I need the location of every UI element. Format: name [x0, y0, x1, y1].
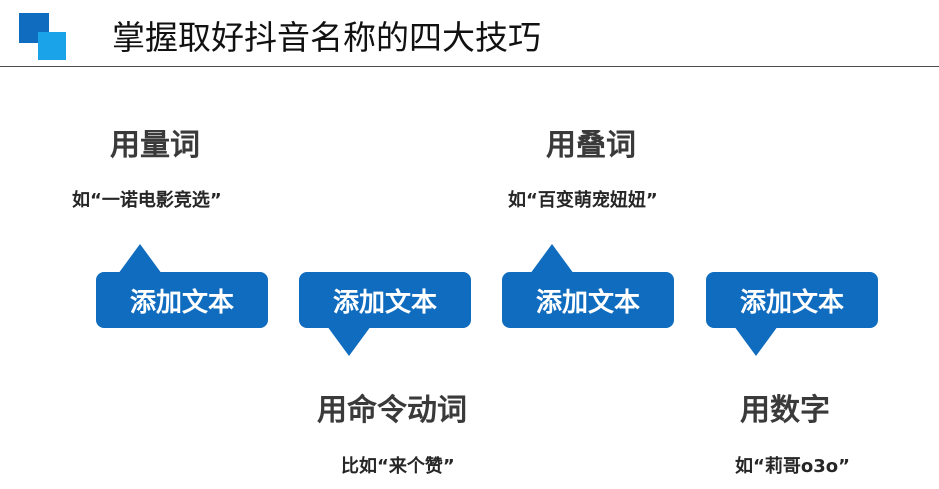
tip-heading-numbers: 用数字 — [740, 393, 830, 428]
callout-label: 添加文本 — [739, 287, 844, 318]
slide-title: 掌握取好抖音名称的四大技巧 — [112, 18, 541, 57]
tip-example-imperative-verb: 比如“来个赞” — [341, 456, 455, 477]
callout-pointer-up — [118, 244, 162, 274]
tip-example-numbers: 如“莉哥o3o” — [735, 456, 850, 477]
tip-heading-reduplication: 用叠词 — [546, 128, 636, 163]
callout-label: 添加文本 — [129, 287, 234, 318]
callout-label: 添加文本 — [535, 287, 640, 318]
text-callout-4[interactable]: 添加文本 — [706, 272, 878, 356]
callout-pointer-down — [734, 326, 778, 356]
logo-mark — [19, 13, 67, 61]
title-divider — [0, 66, 939, 67]
callout-pointer-down — [327, 326, 371, 356]
logo-square-light — [38, 32, 66, 60]
tip-example-quantifier: 如“一诺电影竞选” — [72, 190, 222, 211]
tip-heading-quantifier: 用量词 — [110, 128, 200, 163]
text-callout-3[interactable]: 添加文本 — [502, 244, 674, 328]
callout-label: 添加文本 — [332, 287, 437, 318]
tip-example-reduplication: 如“百变萌宠妞妞” — [508, 190, 658, 211]
text-callout-2[interactable]: 添加文本 — [299, 272, 471, 356]
text-callout-1[interactable]: 添加文本 — [96, 244, 268, 328]
tip-heading-imperative-verb: 用命令动词 — [317, 393, 467, 428]
callout-pointer-up — [530, 244, 574, 274]
